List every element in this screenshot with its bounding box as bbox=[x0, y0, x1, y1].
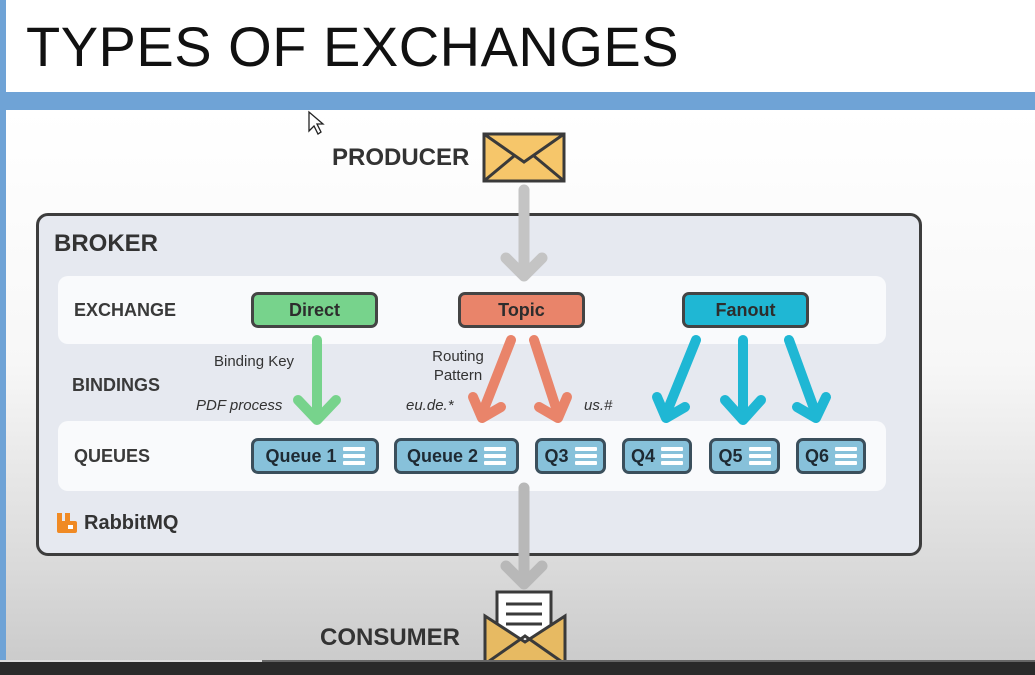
binding-key-label: Binding Key bbox=[214, 353, 295, 370]
queue-label: Q6 bbox=[804, 445, 829, 466]
rabbitmq-logo-icon bbox=[57, 513, 77, 533]
broker-label: BROKER bbox=[54, 230, 159, 257]
queue-label: Queue 2 bbox=[406, 445, 479, 466]
queue-2: Queue 2 bbox=[394, 438, 519, 474]
exchange-row-label: EXCHANGE bbox=[74, 300, 177, 320]
fanout-binding-arrows bbox=[652, 335, 831, 425]
video-progress-fill bbox=[0, 660, 262, 662]
queue-lines-icon bbox=[574, 447, 597, 465]
producer-label: PRODUCER bbox=[332, 144, 470, 171]
queue-label: Queue 1 bbox=[265, 445, 337, 466]
queue-lines-icon bbox=[342, 447, 365, 465]
producer-arrow bbox=[500, 184, 548, 282]
queue-6: Q6 bbox=[796, 438, 866, 474]
queue-lines-icon bbox=[835, 447, 857, 465]
mouse-cursor-icon bbox=[308, 110, 325, 135]
fanout-exchange: Fanout bbox=[682, 292, 809, 328]
queue-lines-icon bbox=[748, 447, 771, 465]
queue-label: Q3 bbox=[544, 445, 569, 466]
us-pattern-label: us.# bbox=[584, 397, 613, 414]
consumer-label: CONSUMER bbox=[320, 624, 461, 651]
slide-title: TYPES OF EXCHANGES bbox=[26, 15, 680, 78]
queue-label: Q5 bbox=[718, 445, 743, 466]
queue-5: Q5 bbox=[709, 438, 780, 474]
queue-4: Q4 bbox=[622, 438, 692, 474]
producer-envelope-icon bbox=[482, 132, 566, 183]
broker-box bbox=[36, 213, 922, 556]
topic-binding-arrows bbox=[468, 335, 572, 423]
topic-exchange: Topic bbox=[458, 292, 585, 328]
queue-lines-icon bbox=[484, 447, 507, 465]
direct-exchange: Direct bbox=[251, 292, 378, 328]
video-progress-remaining bbox=[262, 660, 1035, 662]
bindings-row-label: BINDINGS bbox=[72, 375, 161, 395]
title-bar: TYPES OF EXCHANGES bbox=[0, 0, 1035, 92]
queue-lines-icon bbox=[661, 447, 683, 465]
queues-row-label: QUEUES bbox=[74, 446, 151, 466]
consumer-envelope-icon bbox=[483, 590, 567, 666]
consumer-arrow bbox=[500, 482, 548, 590]
direct-binding-arrow bbox=[293, 335, 341, 425]
pdf-process-label: PDF process bbox=[196, 397, 283, 414]
routing-pattern-label: Routing Pattern bbox=[432, 348, 484, 384]
queue-1: Queue 1 bbox=[251, 438, 379, 474]
queue-label: Q4 bbox=[630, 445, 655, 466]
rabbitmq-brand: RabbitMQ bbox=[84, 512, 179, 534]
queue-3: Q3 bbox=[535, 438, 606, 474]
accent-bar bbox=[0, 92, 1035, 110]
eu-pattern-label: eu.de.* bbox=[406, 397, 454, 414]
video-scrub-bar[interactable] bbox=[0, 660, 1035, 675]
